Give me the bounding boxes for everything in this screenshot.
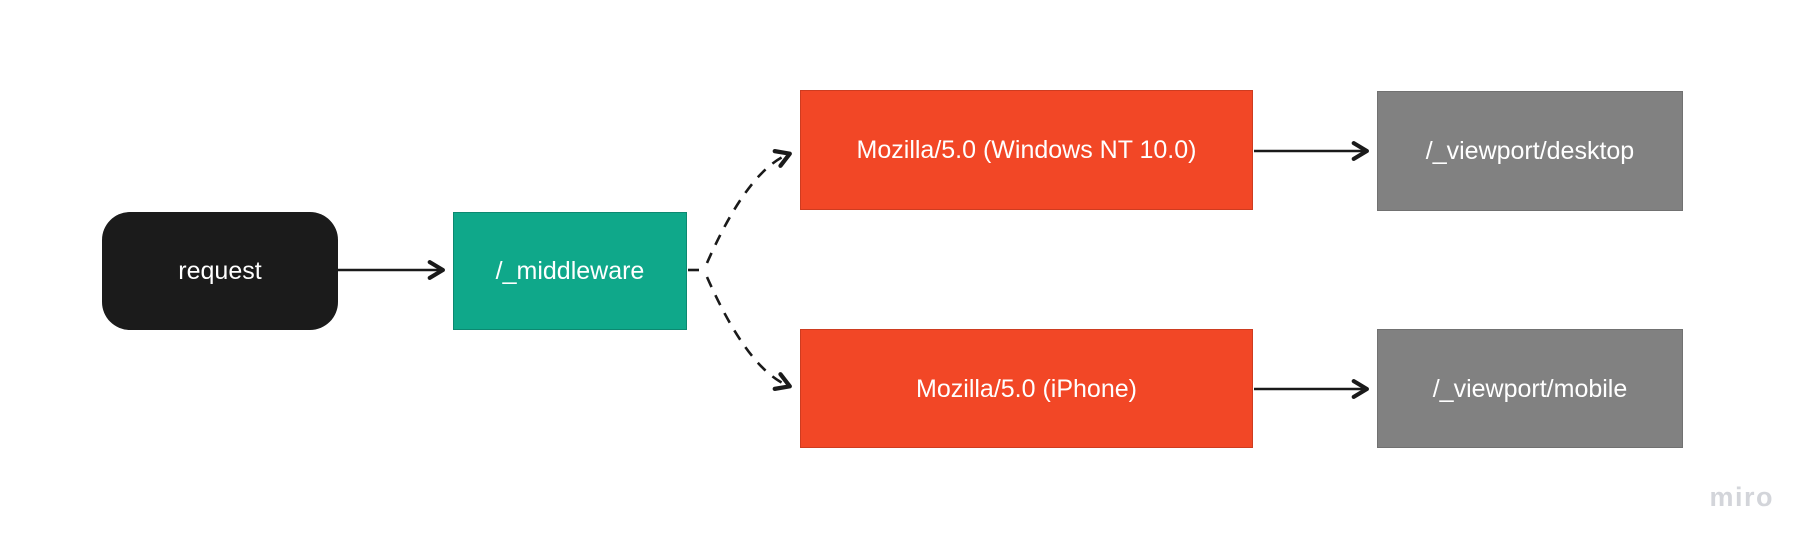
node-user-agent-mobile-label: Mozilla/5.0 (iPhone) <box>916 374 1137 403</box>
edge-middleware-to-ua-desktop[interactable] <box>705 149 792 264</box>
node-viewport-desktop[interactable]: /_viewport/desktop <box>1377 91 1683 211</box>
node-user-agent-desktop[interactable]: Mozilla/5.0 (Windows NT 10.0) <box>800 90 1253 210</box>
node-middleware-label: /_middleware <box>495 257 645 285</box>
node-middleware[interactable]: /_middleware <box>453 212 687 330</box>
edge-middleware-to-ua-mobile[interactable] <box>705 276 792 391</box>
node-viewport-mobile-label: /_viewport/mobile <box>1432 374 1628 403</box>
node-request[interactable]: request <box>102 212 338 330</box>
miro-watermark: miro <box>1709 482 1774 512</box>
node-viewport-mobile[interactable]: /_viewport/mobile <box>1377 329 1683 448</box>
node-viewport-desktop-label: /_viewport/desktop <box>1425 137 1635 165</box>
node-user-agent-mobile[interactable]: Mozilla/5.0 (iPhone) <box>800 329 1253 448</box>
node-user-agent-desktop-label: Mozilla/5.0 (Windows NT 10.0) <box>856 136 1197 164</box>
node-request-label: request <box>178 257 262 285</box>
